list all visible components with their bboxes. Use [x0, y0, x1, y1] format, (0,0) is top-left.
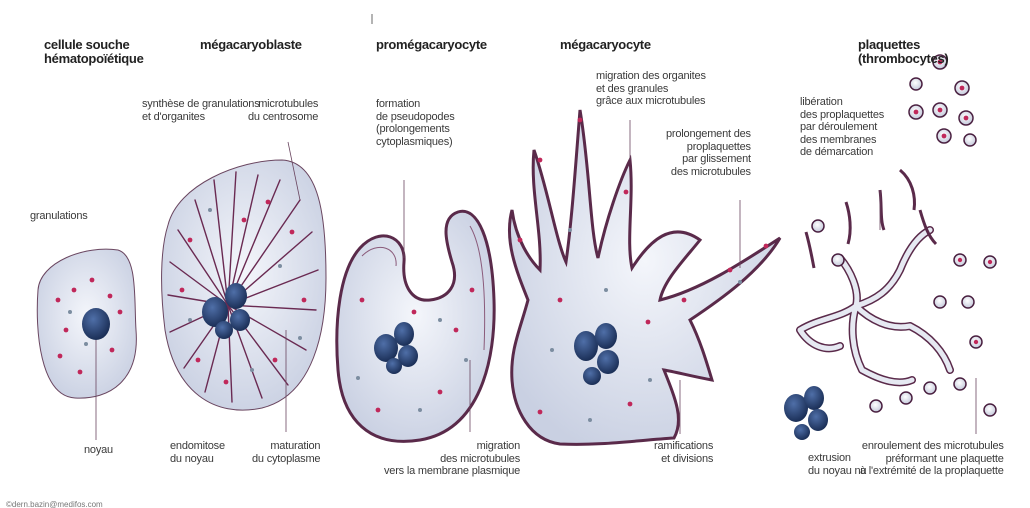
- title-stem-cell: cellule souche hématopoïétique: [44, 38, 144, 65]
- label-liberation: libération des proplaquettes par déroule…: [800, 96, 884, 159]
- stem-cell: [37, 249, 136, 440]
- megakaryoblast: [162, 142, 326, 432]
- label-extrusion: extrusion du noyau nu: [808, 452, 866, 477]
- label-synthese: synthèse de granulations et d'organites: [142, 98, 260, 123]
- extruded-nucleus: [784, 386, 828, 440]
- label-formation-pseudopodes: formation de pseudopodes (prolongements …: [376, 98, 455, 148]
- title-promegakaryocyte: promégacaryocyte: [376, 38, 487, 52]
- label-granulations: granulations: [30, 210, 88, 223]
- title-megakaryoblast: mégacaryoblaste: [200, 38, 302, 52]
- proplatelet-network: [800, 230, 950, 382]
- label-enroulement: enroulement des microtubules préformant …: [860, 440, 1004, 478]
- label-microtubules-centrosome: microtubules du centrosome: [248, 98, 318, 123]
- label-maturation: maturation du cytoplasme: [252, 440, 320, 465]
- title-platelets: plaquettes (thrombocytes): [858, 38, 948, 65]
- label-migration-microtubules: migration des microtubules vers la membr…: [384, 440, 520, 478]
- proplatelets: [806, 170, 936, 268]
- label-migration-organites: migration des organites et des granules …: [596, 70, 706, 108]
- label-prolongement: prolongement des proplaquettes par gliss…: [666, 128, 751, 178]
- promegakaryocyte-body: [337, 211, 494, 441]
- promegakaryocyte: [337, 180, 494, 441]
- megakaryoblast-body: [162, 160, 326, 410]
- label-ramifications: ramifications et divisions: [654, 440, 713, 465]
- title-megakaryocyte: mégacaryocyte: [560, 38, 651, 52]
- stem-cell-nucleus: [82, 308, 110, 340]
- label-endomitose: endomitose du noyau: [170, 440, 225, 465]
- label-noyau: noyau: [84, 444, 113, 457]
- credit-text: ©dern.bazin@medifos.com: [6, 500, 103, 508]
